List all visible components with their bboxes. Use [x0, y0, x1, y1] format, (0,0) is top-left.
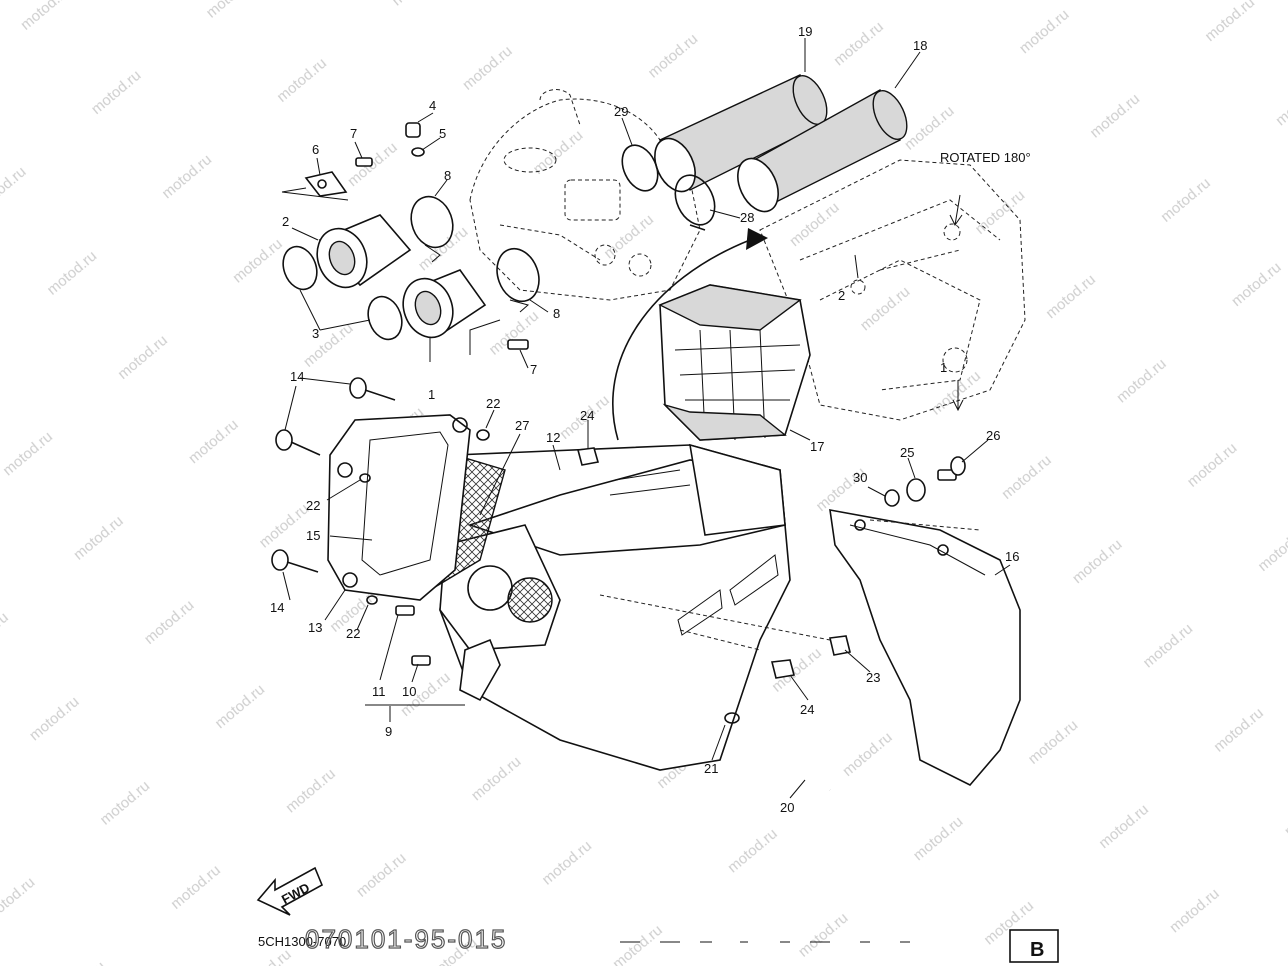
bolt-14a	[349, 377, 396, 401]
callout-14a: 14	[290, 369, 304, 384]
section-box	[1009, 929, 1059, 963]
callouts: 1 2 3 4 5 6 7 7 8 8 9 10 11 12 13 14 14 …	[270, 24, 1019, 815]
callout-21: 21	[704, 761, 718, 776]
callout-24b: 24	[800, 702, 814, 717]
rotated-note: ROTATED 180°	[940, 150, 1031, 165]
callout-7a: 7	[350, 126, 357, 141]
cap-4	[405, 122, 421, 138]
air-filter-element-17	[658, 284, 811, 441]
nut-24a	[576, 447, 600, 466]
carburetor-joint-1	[402, 269, 487, 339]
callout-26: 26	[986, 428, 1000, 443]
bolt-14c	[271, 549, 319, 573]
callout-17: 17	[810, 439, 824, 454]
cover-15	[327, 414, 471, 601]
screw-10	[411, 655, 431, 666]
callout-14b: 14	[270, 600, 284, 615]
callout-23: 23	[866, 670, 880, 685]
callout-rotated-2: 2	[838, 288, 845, 303]
callout-24a: 24	[580, 408, 594, 423]
rotated-airbox-outline: ROTATED 180° 2 1	[759, 150, 1031, 421]
clamp-28	[674, 174, 716, 231]
callout-15: 15	[306, 528, 320, 543]
clamp-8a	[410, 195, 454, 263]
grommet-25	[906, 478, 926, 502]
callout-22b: 22	[306, 498, 320, 513]
callout-13: 13	[308, 620, 322, 635]
nut-24b	[771, 659, 795, 679]
footer-code: 5CH1300-7070	[258, 934, 346, 949]
callout-19: 19	[798, 24, 812, 39]
o-ring-22c	[366, 595, 378, 605]
screw-11	[395, 605, 415, 616]
callout-25: 25	[900, 445, 914, 460]
gasket-3a	[282, 245, 318, 291]
section-letter: B	[1030, 939, 1044, 961]
callout-1: 1	[428, 387, 435, 402]
callout-18: 18	[913, 38, 927, 53]
callout-9: 9	[385, 724, 392, 739]
callout-11: 11	[372, 684, 386, 699]
side-cover-16	[829, 509, 1021, 786]
engine-outline	[469, 89, 701, 301]
callout-8a: 8	[444, 168, 451, 183]
washer-5	[411, 147, 425, 157]
callout-22a: 22	[486, 396, 500, 411]
clamp-8b	[496, 247, 540, 313]
callout-22c: 22	[346, 626, 360, 641]
screw-7a	[355, 157, 373, 167]
hose-20	[733, 717, 832, 793]
callout-5: 5	[439, 126, 446, 141]
rotation-arrow	[612, 228, 768, 441]
callout-8b: 8	[553, 306, 560, 321]
o-ring-22b	[359, 473, 371, 483]
callout-28: 28	[740, 210, 754, 225]
callout-16: 16	[1005, 549, 1019, 564]
bolt-26	[937, 456, 966, 481]
bracket-6	[304, 171, 348, 197]
o-ring-22a	[476, 429, 490, 441]
callout-10: 10	[402, 684, 416, 699]
air-filter-case-12	[439, 443, 791, 771]
callout-12: 12	[546, 430, 560, 445]
callout-29: 29	[614, 104, 628, 119]
fwd-arrow: FWD	[256, 866, 324, 916]
carburetor-joint-2	[316, 214, 412, 289]
callout-2: 2	[282, 214, 289, 229]
gasket-3b	[367, 295, 403, 341]
clip-21	[724, 712, 740, 724]
callout-27: 27	[515, 418, 529, 433]
footer-number: 070101-95-015	[305, 924, 507, 954]
callout-20: 20	[780, 800, 794, 815]
washer-30	[884, 489, 900, 507]
screw-7b	[507, 339, 529, 350]
callout-rotated-1: 1	[940, 360, 947, 375]
bolt-14b	[275, 429, 321, 456]
callout-3: 3	[312, 326, 319, 341]
callout-7b: 7	[530, 362, 537, 377]
callout-4: 4	[429, 98, 436, 113]
clamp-29	[621, 144, 659, 192]
callout-6: 6	[312, 142, 319, 157]
callout-30: 30	[853, 470, 867, 485]
intake-funnel-18	[737, 89, 908, 213]
leader-lines	[281, 38, 1011, 799]
footer: 5CH1300-7070 070101-95-015 B	[258, 923, 1059, 963]
